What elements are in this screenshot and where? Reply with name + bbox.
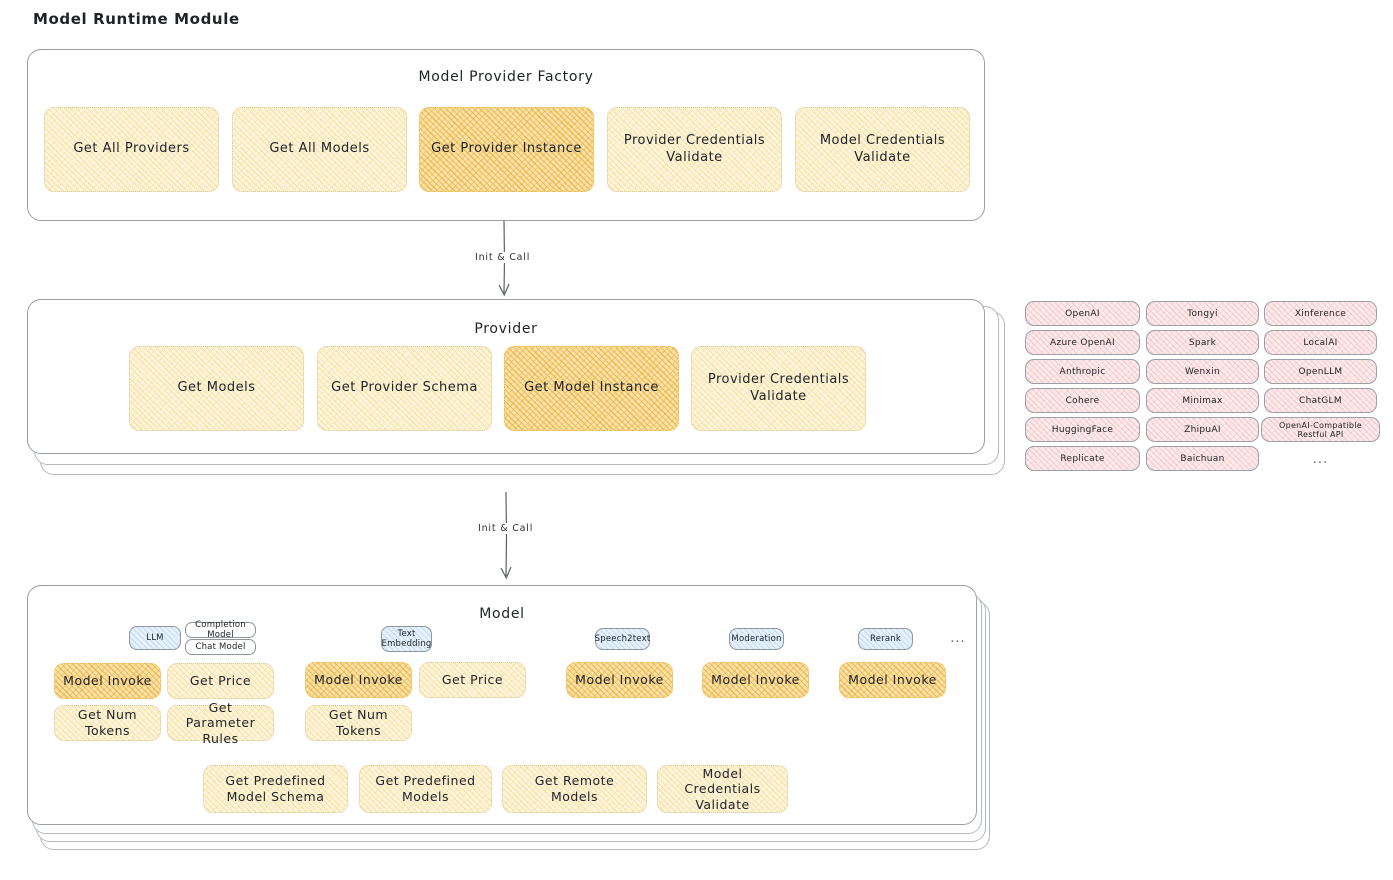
provider-method-get-provider-schema[interactable]: Get Provider Schema: [317, 346, 492, 431]
llm-method-model-invoke[interactable]: Model Invoke: [54, 663, 161, 699]
provider-chip-replicate[interactable]: Replicate: [1025, 446, 1140, 471]
model-common-method-get-remote-models[interactable]: Get Remote Models: [502, 765, 647, 813]
provider-method-get-model-instance[interactable]: Get Model Instance: [504, 346, 679, 431]
provider-chip-openllm[interactable]: OpenLLM: [1264, 359, 1377, 384]
model-subtag-chat-model[interactable]: Chat Model: [185, 639, 256, 655]
llm-method-get-price[interactable]: Get Price: [167, 663, 274, 699]
provider-chip-spark[interactable]: Spark: [1146, 330, 1259, 355]
model-type-tag-speech2text[interactable]: Speech2text: [595, 628, 650, 650]
factory-method-provider-credentials-validate[interactable]: Provider Credentials Validate: [607, 107, 782, 192]
rerank-method-model-invoke[interactable]: Model Invoke: [839, 662, 946, 698]
model-types-more-ellipsis: ...: [950, 631, 966, 646]
arrow-label-init-call-2: Init & Call: [474, 523, 538, 534]
provider-chip-tongyi[interactable]: Tongyi: [1146, 301, 1259, 326]
model-type-tag-rerank[interactable]: Rerank: [858, 628, 913, 650]
provider-chip-baichuan[interactable]: Baichuan: [1146, 446, 1259, 471]
provider-chip-xinference[interactable]: Xinference: [1264, 301, 1377, 326]
factory-method-get-all-models[interactable]: Get All Models: [232, 107, 407, 192]
model-title: Model: [479, 606, 525, 622]
moderation-method-model-invoke[interactable]: Model Invoke: [702, 662, 809, 698]
factory-method-get-provider-instance[interactable]: Get Provider Instance: [419, 107, 594, 192]
page-title: Model Runtime Module: [33, 10, 240, 28]
text-embedding-method-get-price[interactable]: Get Price: [419, 662, 526, 698]
speech2text-method-model-invoke[interactable]: Model Invoke: [566, 662, 673, 698]
factory-title: Model Provider Factory: [418, 69, 594, 85]
factory-method-model-credentials-validate[interactable]: Model Credentials Validate: [795, 107, 970, 192]
provider-chip-zhipuai[interactable]: ZhipuAI: [1146, 417, 1259, 442]
provider-title: Provider: [474, 321, 538, 337]
provider-chip-chatglm[interactable]: ChatGLM: [1264, 388, 1377, 413]
provider-chip-wenxin[interactable]: Wenxin: [1146, 359, 1259, 384]
provider-chip-cohere[interactable]: Cohere: [1025, 388, 1140, 413]
provider-chip-anthropic[interactable]: Anthropic: [1025, 359, 1140, 384]
text-embedding-method-model-invoke[interactable]: Model Invoke: [305, 662, 412, 698]
provider-chip-azure-openai[interactable]: Azure OpenAI: [1025, 330, 1140, 355]
arrow-label-init-call-1: Init & Call: [471, 252, 535, 263]
model-subtag-completion-model[interactable]: Completion Model: [185, 620, 256, 640]
llm-method-get-num-tokens[interactable]: Get Num Tokens: [54, 705, 161, 741]
provider-chip-openai[interactable]: OpenAI: [1025, 301, 1140, 326]
provider-chip-minimax[interactable]: Minimax: [1146, 388, 1259, 413]
model-type-tag-text-embedding[interactable]: Text Embedding: [381, 626, 432, 652]
model-common-method-get-predefined-model-schema[interactable]: Get Predefined Model Schema: [203, 765, 348, 813]
llm-method-get-parameter-rules[interactable]: Get Parameter Rules: [167, 700, 274, 746]
factory-method-get-all-providers[interactable]: Get All Providers: [44, 107, 219, 192]
text-embedding-method-get-num-tokens[interactable]: Get Num Tokens: [305, 705, 412, 741]
provider-chip-openai-compatible-restful-api[interactable]: OpenAI-Compatible Restful API: [1261, 417, 1380, 442]
model-type-tag-moderation[interactable]: Moderation: [729, 628, 784, 650]
provider-method-provider-credentials-validate[interactable]: Provider Credentials Validate: [691, 346, 866, 431]
provider-method-get-models[interactable]: Get Models: [129, 346, 304, 431]
provider-list-more-ellipsis: ...: [1312, 452, 1329, 467]
model-common-method-model-credentials-validate[interactable]: Model Credentials Validate: [657, 765, 788, 813]
arrow-provider-to-model: [500, 491, 512, 580]
provider-chip-localai[interactable]: LocalAI: [1264, 330, 1377, 355]
model-common-method-get-predefined-models[interactable]: Get Predefined Models: [359, 765, 492, 813]
provider-chip-huggingface[interactable]: HuggingFace: [1025, 417, 1140, 442]
model-type-tag-llm[interactable]: LLM: [129, 626, 181, 650]
